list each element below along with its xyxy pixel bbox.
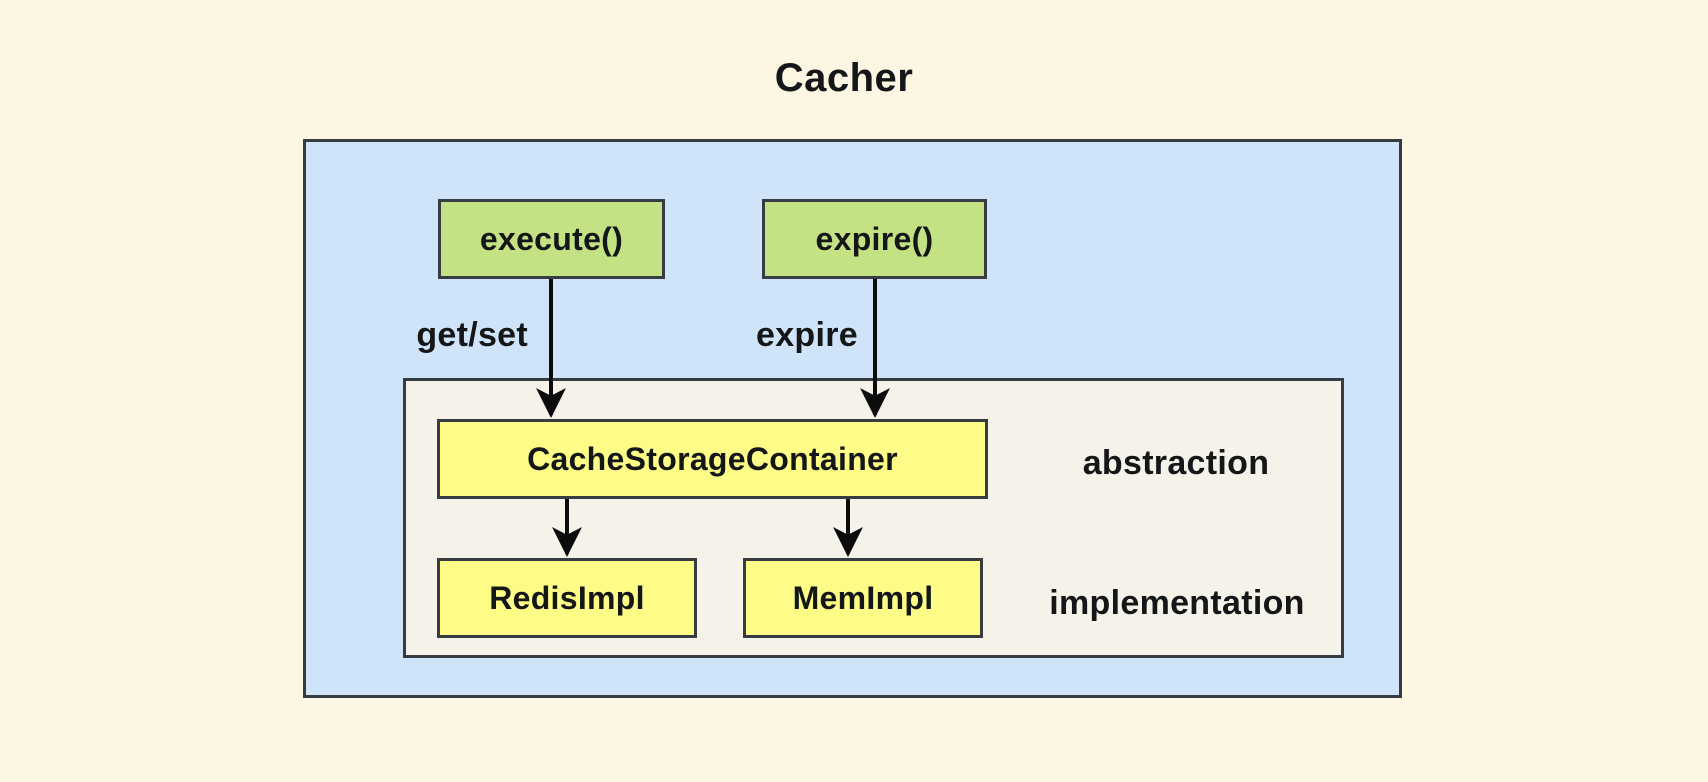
arrow-label-get-set: get/set	[416, 316, 528, 354]
layer-label-abstraction: abstraction	[1082, 444, 1270, 482]
layer-label-implementation: implementation	[1049, 584, 1305, 622]
arrow-label-expire: expire	[756, 316, 858, 354]
diagram-title: Cacher	[774, 56, 914, 100]
node-execute-method: execute()	[438, 199, 665, 279]
node-redis-impl: RedisImpl	[437, 558, 697, 638]
node-expire-method: expire()	[762, 199, 987, 279]
node-cache-storage-container: CacheStorageContainer	[437, 419, 988, 499]
node-mem-impl: MemImpl	[743, 558, 983, 638]
